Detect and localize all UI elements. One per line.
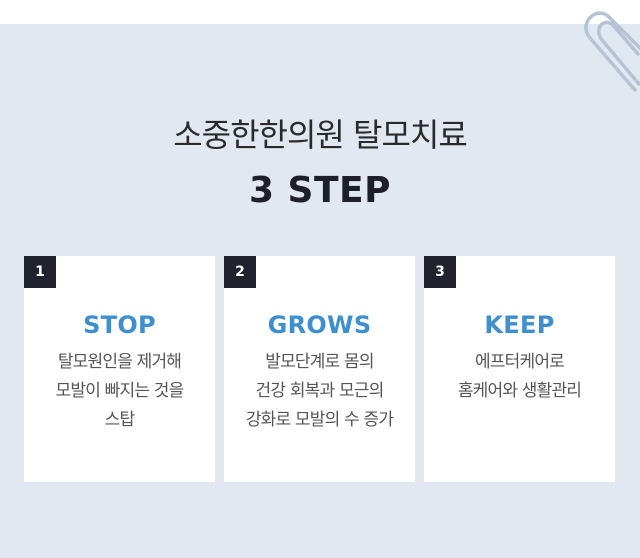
step-description-line: 건강 회복과 모근의 bbox=[255, 381, 385, 401]
paperclip-icon bbox=[584, 11, 640, 92]
step-description-line: 탈모원인을 제거해 bbox=[57, 352, 182, 372]
step-description-line: 발모단계로 몸의 bbox=[265, 352, 374, 372]
step-description: 발모단계로 몸의 건강 회복과 모근의 강화로 모발의 수 증가 bbox=[224, 348, 415, 435]
step-title: GROWS bbox=[267, 311, 372, 339]
step-description-line: 홈케어와 생활관리 bbox=[457, 381, 582, 401]
step-card-keep: 3 KEEP 에프터케어로 홈케어와 생활관리 bbox=[424, 256, 615, 482]
step-number-badge: 3 bbox=[424, 256, 456, 288]
step-card-grows: 2 GROWS 발모단계로 몸의 건강 회복과 모근의 강화로 모발의 수 증가 bbox=[224, 256, 415, 482]
step-description-line: 모발이 빠지는 것을 bbox=[55, 381, 185, 401]
step-title: STOP bbox=[83, 311, 156, 339]
step-description-line: 에프터케어로 bbox=[474, 352, 565, 372]
step-description-line: 강화로 모발의 수 증가 bbox=[245, 410, 394, 430]
step-card-stop: 1 STOP 탈모원인을 제거해 모발이 빠지는 것을 스탑 bbox=[24, 256, 215, 482]
step-title: KEEP bbox=[484, 311, 555, 339]
page-subtitle: 3 STEP bbox=[248, 170, 392, 211]
step-description-line: 스탑 bbox=[104, 410, 135, 430]
page-title: 소중한한의원 탈모치료 bbox=[173, 116, 468, 154]
step-description: 탈모원인을 제거해 모발이 빠지는 것을 스탑 bbox=[24, 348, 215, 435]
step-number-badge: 2 bbox=[224, 256, 256, 288]
step-description: 에프터케어로 홈케어와 생활관리 bbox=[424, 348, 615, 406]
step-number-badge: 1 bbox=[24, 256, 56, 288]
